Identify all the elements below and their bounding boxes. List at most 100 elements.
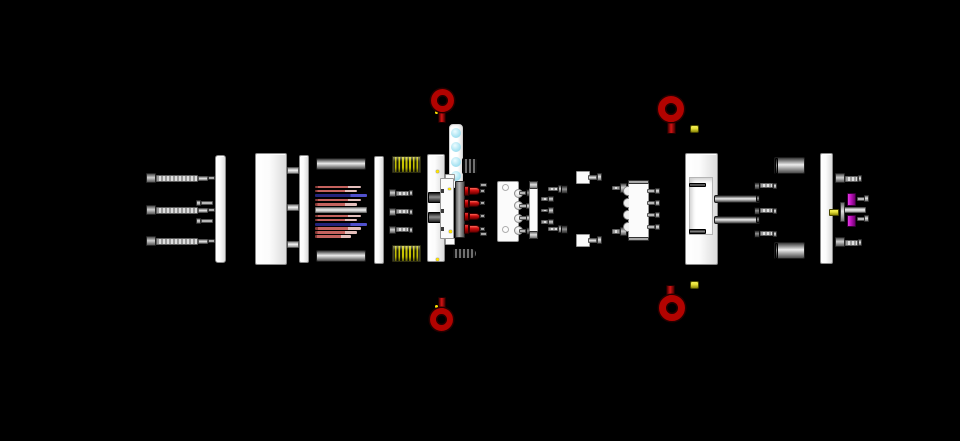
return-spring-top (392, 155, 421, 173)
screw-hole-marker (435, 257, 439, 261)
screw-tip (408, 208, 413, 215)
clamp-plate-left (215, 154, 226, 263)
screw-head (548, 207, 554, 214)
retainer-pin (519, 228, 526, 233)
screw-head (146, 236, 156, 246)
ejector-pin-red (315, 189, 357, 193)
ring-screw-cap (864, 195, 869, 202)
nozzle-stack-screw (480, 232, 487, 236)
screw-hole-marker (434, 110, 438, 114)
support-cylinder (774, 242, 805, 259)
screw-shank (395, 227, 409, 232)
screw-tip (208, 239, 215, 244)
block-screw-cap (597, 236, 602, 244)
insert-bump (623, 198, 629, 208)
retainer-pin (519, 191, 526, 195)
screw-shank (156, 174, 198, 182)
ejector-pin-red (315, 235, 351, 238)
screw-tip (408, 190, 413, 196)
ejector-pin-red (315, 227, 361, 230)
support-pillar-top (316, 157, 366, 170)
block-screw-shank (588, 237, 597, 243)
backing-plate (374, 155, 384, 264)
sprue-tip (829, 208, 839, 216)
retainer-slot (441, 208, 444, 213)
nozzle-collar (464, 211, 469, 222)
eyebolt-ring-icon (430, 89, 454, 112)
insert-pin-cap (655, 200, 660, 206)
retainer-slot (441, 226, 444, 231)
ring-screw-cap (864, 215, 869, 222)
screw-tip (773, 182, 777, 190)
screw-hole-marker (434, 305, 438, 308)
spacer-cap (528, 180, 538, 189)
knurled-plug-top (461, 157, 478, 174)
dowel-head (196, 217, 201, 224)
pipe-plug (690, 125, 699, 133)
screw-step (198, 238, 208, 244)
coolant-port (451, 171, 461, 181)
screw-hole-marker (449, 230, 452, 233)
locating-ring-bottom (846, 214, 856, 227)
screw-head (388, 225, 396, 234)
ejector-pin-blue (315, 222, 367, 226)
eyebolt-ring-icon (430, 308, 453, 331)
locating-hole (501, 184, 509, 191)
ejector-pin-red (315, 185, 361, 189)
nozzle-body (468, 199, 480, 208)
dowel-shank (201, 200, 213, 205)
screw-tip (408, 226, 413, 233)
coolant-port (451, 156, 461, 167)
insert-pin (647, 213, 655, 217)
support-pillar-bottom (316, 249, 366, 262)
coolant-port (451, 127, 461, 138)
ejector-base-plate (255, 153, 287, 265)
insert-plate-band (628, 236, 649, 241)
eyebolt-ring-icon (659, 295, 685, 321)
nozzle-tip (479, 214, 485, 219)
screw-tip (773, 207, 777, 215)
guide-pillar-tip (755, 195, 760, 202)
block-screw-shank (588, 174, 597, 180)
ejector-pin-red (315, 214, 361, 218)
screw-shank (395, 209, 409, 214)
knurled-plug-bottom (452, 247, 477, 259)
nozzle-tip (479, 188, 485, 193)
screw-head (560, 185, 568, 194)
screw-head (754, 229, 760, 238)
nozzle-stack-screw (480, 182, 487, 187)
screw-head (548, 218, 554, 225)
insert-bump (623, 222, 629, 232)
screw-step (198, 207, 208, 213)
sprue-shaft (843, 206, 866, 214)
screw-head (388, 207, 396, 216)
insert-bump (623, 210, 629, 220)
screw-shank (760, 208, 773, 214)
screw-head (388, 189, 396, 197)
clamp-plate-right (819, 152, 833, 264)
screw-shank (156, 237, 198, 245)
screw-head (146, 205, 156, 215)
insert-pin (647, 201, 655, 205)
sprue-flange (839, 201, 845, 222)
screw-shank (541, 197, 548, 201)
ejector-pin-blue (315, 194, 367, 198)
locating-hole (501, 226, 509, 233)
screw-shank (395, 190, 409, 196)
ejector-pin-red (315, 218, 357, 222)
nozzle-tip (479, 201, 485, 206)
support-cylinder (774, 157, 805, 174)
nozzle-collar (464, 186, 469, 196)
insert-plate-band (628, 180, 649, 184)
screw-shank (760, 231, 773, 237)
